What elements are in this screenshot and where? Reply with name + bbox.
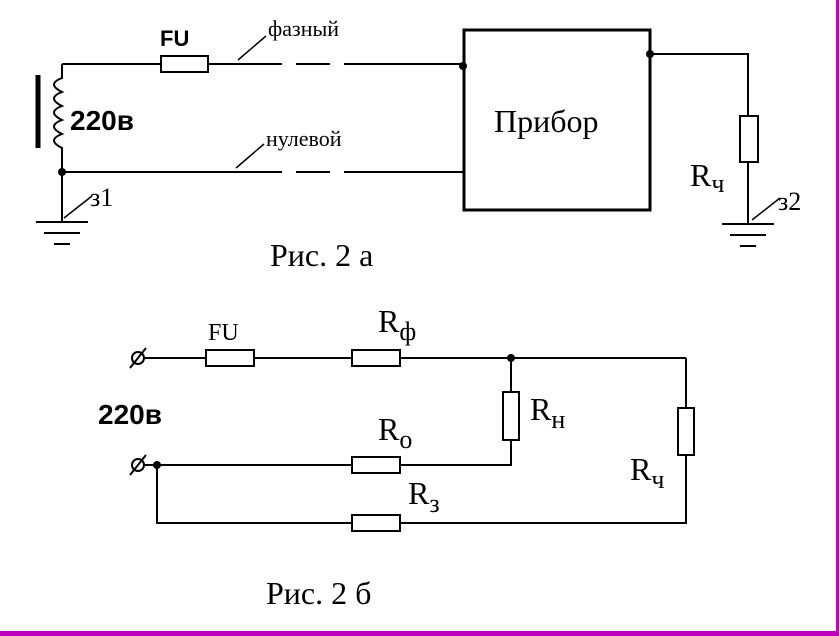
ground2-label: з2 [778,187,801,216]
device-box [462,28,652,212]
ground1-label: з1 [90,183,113,212]
ground-return-right [400,455,687,524]
phase-terminal-slash [129,347,147,369]
ground1-leader-line [63,195,93,219]
ground-return-left [156,465,352,524]
load-resistance-label: Rн [530,391,565,434]
load-resistor [502,391,520,441]
fuse-a-label: FU [160,26,189,51]
neutral-resistance-label: Rо [378,411,412,454]
neutral-terminal-slash [129,454,147,476]
fuse-a [160,55,209,73]
figure-2b-caption: Рис. 2 б [266,575,371,611]
body-resistance-b-label: Rч [630,451,664,494]
phase-resistance-label: Rф [378,303,416,346]
fuse-b [205,349,255,367]
neutral-resistor [351,456,401,474]
body-resistor-b [677,407,695,456]
voltage-a-label: 220в [70,105,134,136]
phase-resistor [351,349,401,367]
voltage-b-label: 220в [98,399,162,430]
transformer-coil [53,64,65,172]
figure-2b [129,347,695,532]
load-wire-bottom [400,440,512,466]
body-resistor-a [739,115,759,163]
fuse-b-label: FU [208,320,239,346]
ground2-leader-line [751,197,781,221]
figure-2a-caption: Рис. 2 а [270,237,373,273]
body-resistance-a-label: Rч [690,157,724,198]
neutral-leader-line [235,143,265,169]
neutral-wire-label: нулевой [266,126,342,151]
phase-leader-line [237,35,267,61]
phase-wire-label: фазный [268,16,339,41]
ground-resistor [351,514,401,532]
ground-resistance-label: Rз [408,475,440,518]
device-to-body-wire [650,53,749,116]
figure-2a [35,28,781,247]
device-label: Прибор [494,103,599,139]
